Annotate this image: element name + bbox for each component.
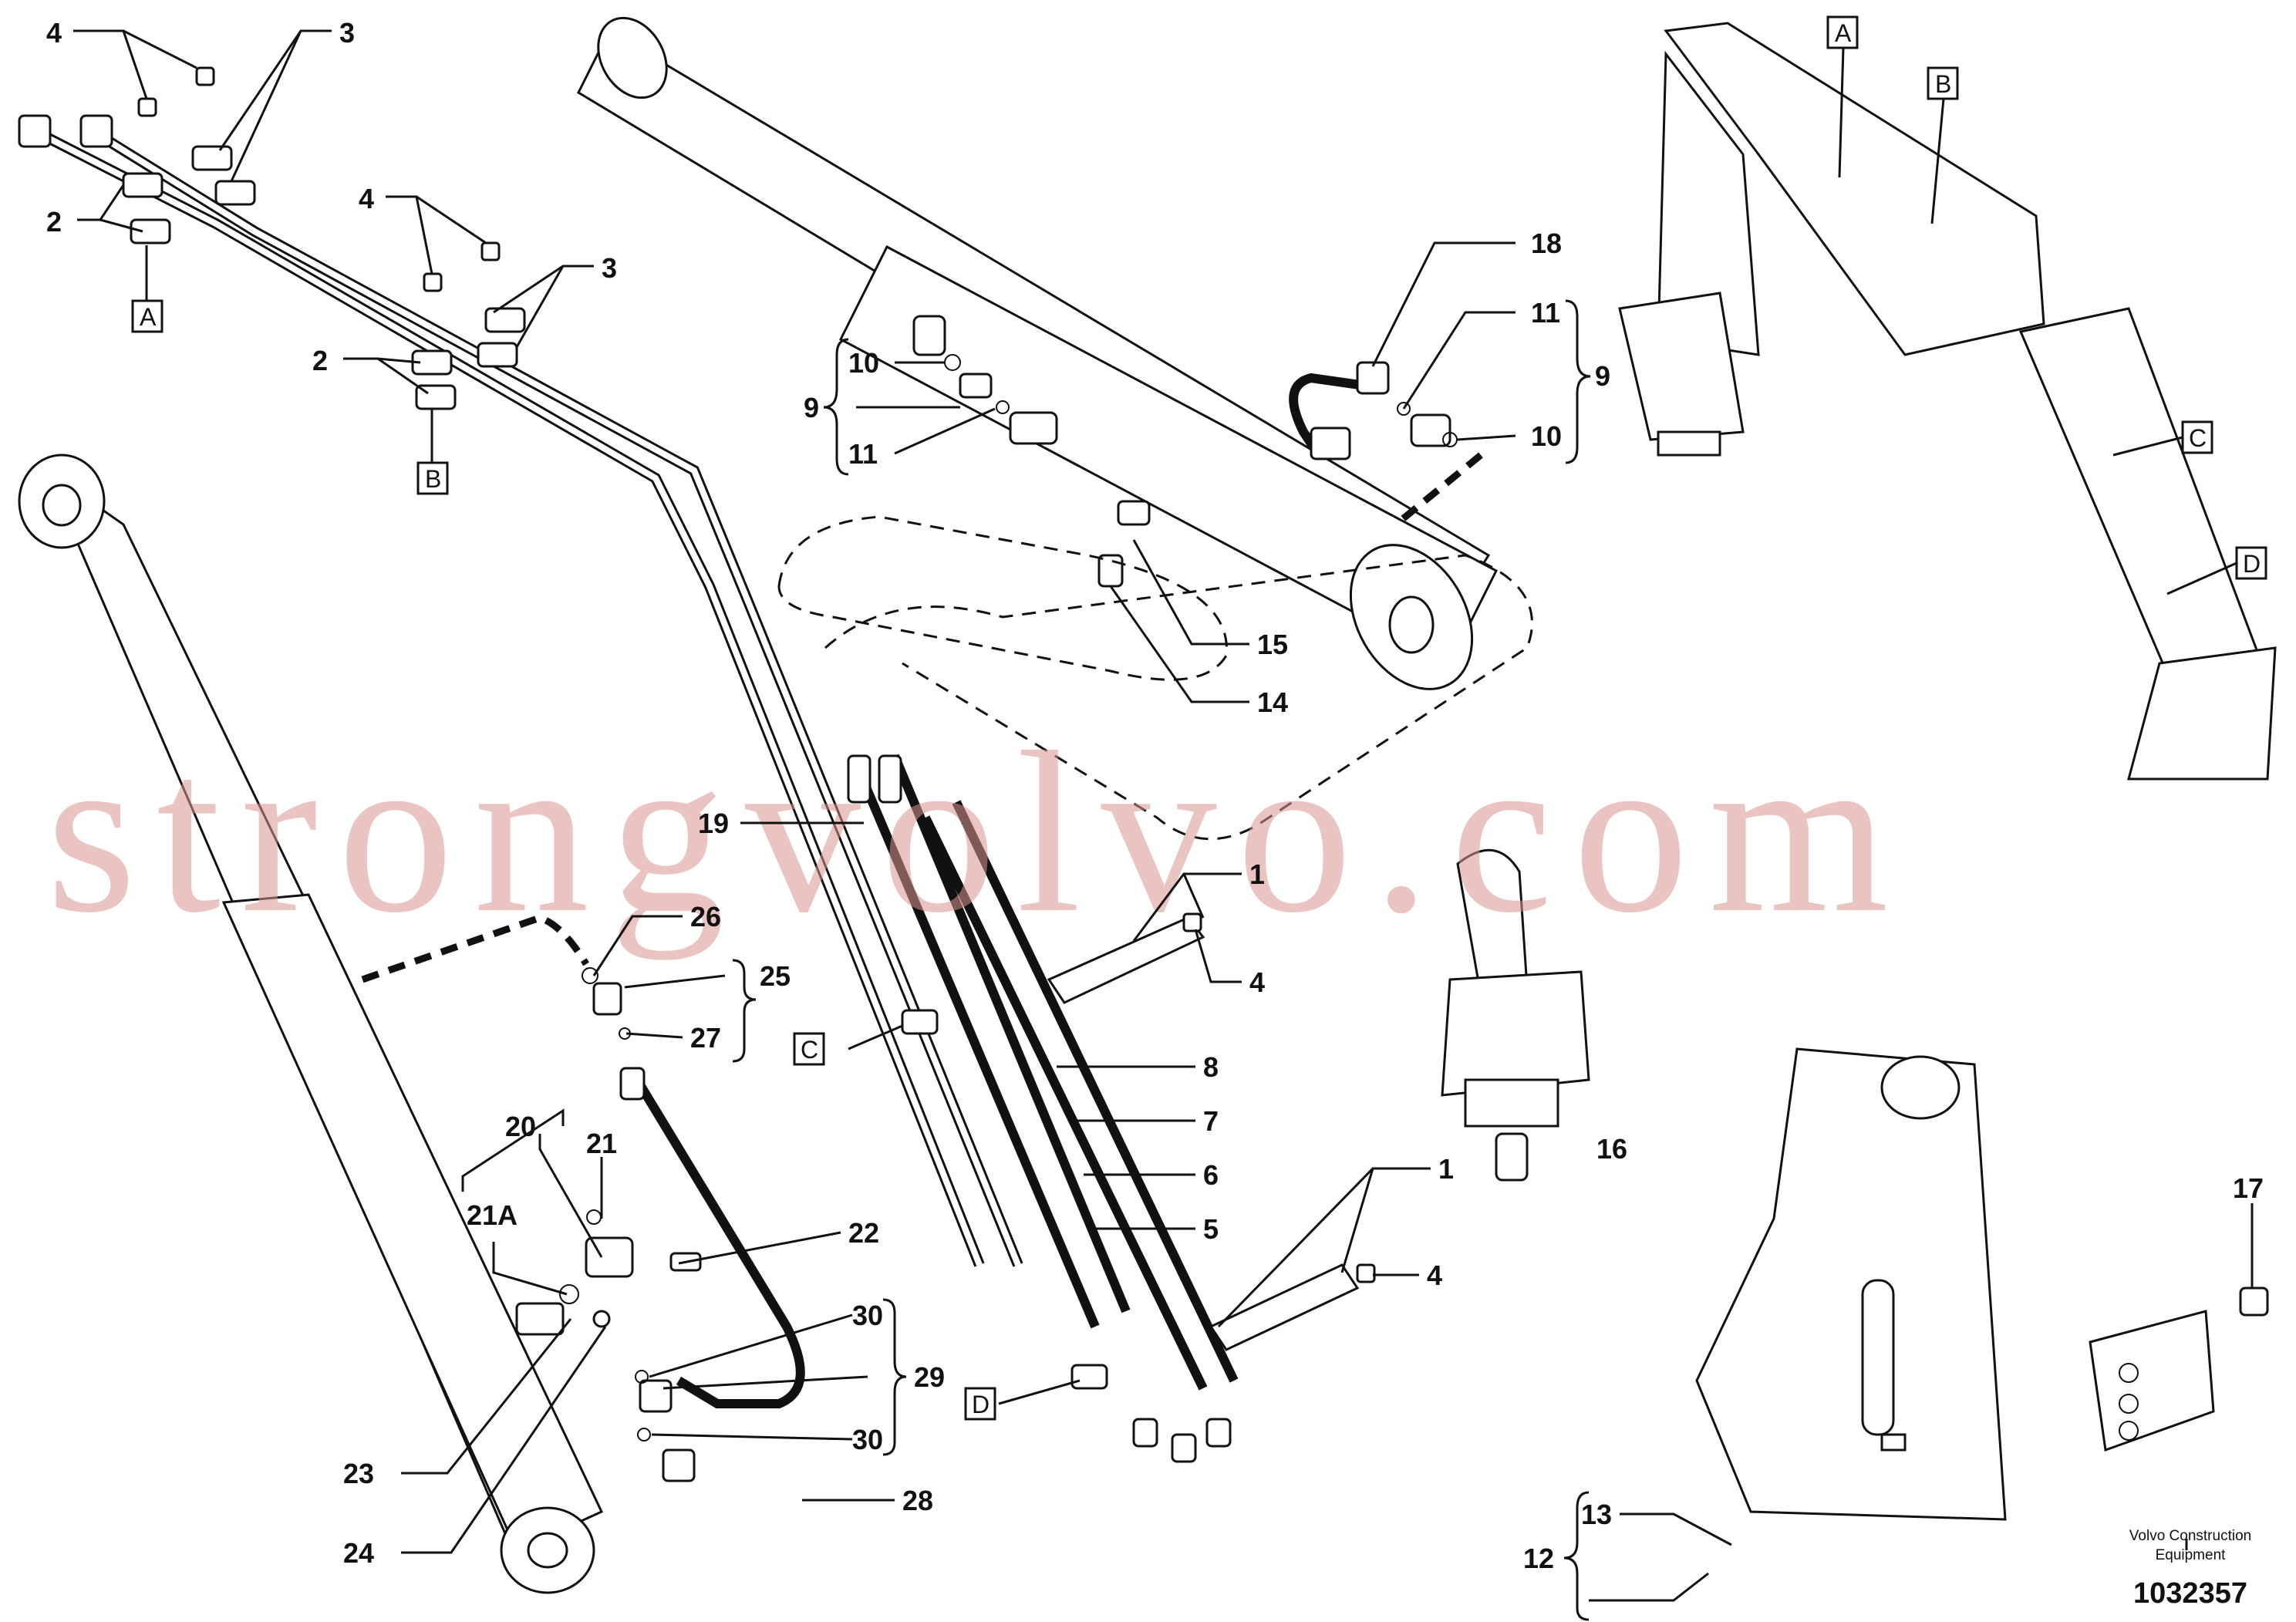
callout-18: 18: [1531, 228, 1562, 259]
callout-labels: 4 3 2 4 3 2 18 11 9 10 10 9 11 15 14 19 …: [46, 17, 2264, 1574]
callout-15: 15: [1257, 629, 1288, 660]
callout-20: 20: [505, 1111, 536, 1142]
excavator-overview: [1618, 22, 2277, 781]
callout-24: 24: [343, 1537, 374, 1569]
bolts: [137, 66, 1376, 1283]
callout-3: 3: [339, 17, 355, 49]
joystick-control-valve: [1441, 848, 1590, 1182]
view-marker-c: C: [2189, 424, 2207, 452]
view-marker-a: A: [140, 303, 157, 331]
arm-cylinder-left: [18, 454, 604, 1594]
callout-10: 10: [848, 347, 879, 379]
view-marker-b: B: [1935, 70, 1951, 98]
callout-2: 2: [46, 206, 62, 238]
callout-25: 25: [760, 960, 791, 992]
dashed-routings: [361, 452, 1533, 983]
callout-11: 11: [848, 438, 878, 470]
callout-12: 12: [1523, 1543, 1554, 1574]
callout-4: 4: [1427, 1259, 1442, 1291]
braces: [732, 299, 1591, 1621]
callout-1: 1: [1249, 858, 1265, 890]
callout-30: 30: [852, 1300, 883, 1331]
view-marker-d: D: [972, 1391, 990, 1418]
callout-17: 17: [2233, 1172, 2264, 1204]
callout-1: 1: [1438, 1153, 1454, 1185]
hydraulic-tank: [1695, 1047, 2007, 1521]
manufacturer-line-2: Equipment: [2156, 1547, 2227, 1563]
callout-9: 9: [1595, 360, 1610, 392]
callout-14: 14: [1257, 686, 1288, 718]
callout-3: 3: [602, 252, 617, 284]
callout-4: 4: [46, 17, 62, 49]
callout-8: 8: [1203, 1051, 1219, 1083]
boom-cylinder-right: [577, 16, 1498, 690]
callout-11: 11: [1531, 297, 1560, 329]
view-marker-c: C: [801, 1036, 818, 1064]
callout-16: 16: [1596, 1133, 1627, 1165]
watermark: strongvolvo.com: [46, 704, 1909, 961]
callout-30: 30: [852, 1424, 883, 1455]
view-marker-a: A: [1835, 19, 1852, 47]
view-marker-b: B: [425, 465, 441, 493]
callout-26: 26: [690, 901, 721, 932]
callout-4: 4: [359, 183, 374, 214]
callout-7: 7: [1203, 1105, 1219, 1137]
callout-21a: 21A: [467, 1199, 518, 1231]
callout-21: 21: [586, 1128, 617, 1159]
manufacturer-line-1: Volvo Construction: [2129, 1528, 2251, 1544]
callout-22: 22: [848, 1217, 879, 1249]
callout-28: 28: [902, 1485, 933, 1516]
footer: Volvo Construction Equipment 1032357: [2129, 1528, 2251, 1610]
document-number: 1032357: [2133, 1577, 2247, 1610]
callout-19: 19: [698, 808, 729, 839]
callout-9: 9: [804, 392, 819, 423]
callout-5: 5: [1203, 1213, 1219, 1245]
callout-13: 13: [1581, 1499, 1612, 1530]
control-valve-block: [2089, 1286, 2269, 1452]
callout-2: 2: [312, 345, 328, 376]
callout-10: 10: [1531, 420, 1562, 452]
callout-4: 4: [1249, 966, 1265, 998]
view-markers: A B C D A B C D: [131, 15, 2267, 1421]
callout-6: 6: [1203, 1159, 1219, 1191]
leader-lines: [73, 29, 2254, 1602]
pipe-clamps: [122, 145, 1360, 1390]
callout-23: 23: [343, 1458, 374, 1489]
view-marker-d: D: [2243, 550, 2261, 578]
callout-29: 29: [914, 1361, 945, 1393]
callout-27: 27: [690, 1022, 721, 1054]
